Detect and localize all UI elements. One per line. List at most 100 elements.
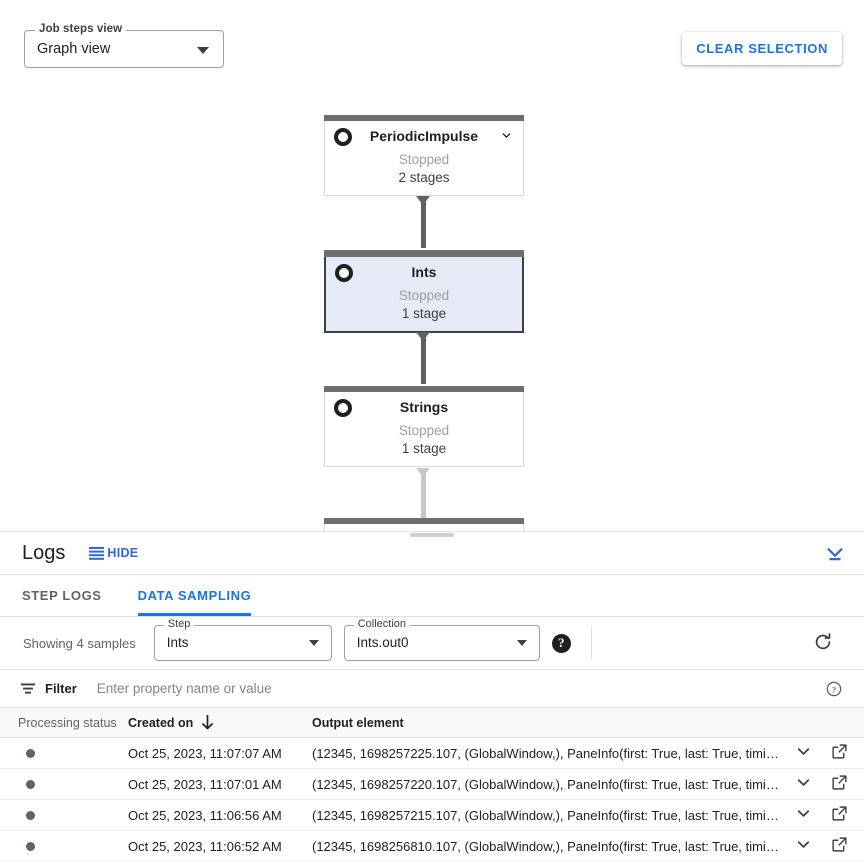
- node-status-bar: [324, 386, 524, 392]
- logs-title: Logs: [22, 541, 66, 564]
- column-output-element[interactable]: Output element: [312, 715, 404, 730]
- job-steps-view-legend: Job steps view: [35, 23, 127, 35]
- showing-samples-text: Showing 4 samples: [23, 635, 136, 651]
- chevron-down-icon: [797, 748, 810, 755]
- row-actions: [794, 742, 864, 764]
- graph-node-periodicimpulse[interactable]: PeriodicImpulse Stopped 2 stages: [324, 115, 524, 196]
- logs-tabs: STEP LOGS DATA SAMPLING: [0, 575, 864, 617]
- panel-resize-handle[interactable]: [410, 533, 454, 537]
- graph-edge-3: [416, 468, 430, 524]
- node-stages: 1 stage: [401, 306, 447, 321]
- chevron-down-icon: [516, 640, 527, 646]
- graph-node-strings[interactable]: Strings Stopped 1 stage: [324, 386, 524, 467]
- node-status: Stopped: [398, 152, 450, 167]
- open-in-new-icon: [832, 775, 847, 790]
- cell-processing-status: [0, 748, 128, 758]
- divider: [590, 627, 592, 659]
- step-select-legend: Step: [163, 618, 195, 630]
- cell-output-element: (12345, 1698257215.107, (GlobalWindow,),…: [312, 807, 794, 823]
- filter-label: Filter: [45, 681, 77, 696]
- expand-row-button[interactable]: [794, 773, 813, 795]
- help-outline-icon[interactable]: ?: [826, 681, 842, 697]
- logs-header: Logs HIDE: [0, 532, 864, 575]
- node-title: PeriodicImpulse: [369, 128, 479, 144]
- logs-panel: Logs HIDE STEP LOGS DATA SAMPLING Showin…: [0, 532, 864, 862]
- node-title: Ints: [411, 264, 437, 280]
- arrowhead-icon: [416, 196, 430, 205]
- stopped-icon: [335, 264, 353, 282]
- open-in-new-button[interactable]: [831, 805, 848, 825]
- filter-icon: [21, 683, 35, 694]
- tab-step-logs[interactable]: STEP LOGS: [22, 588, 102, 603]
- node-stages: 1 stage: [401, 441, 447, 456]
- chevron-down-icon: [797, 841, 810, 848]
- row-actions: [794, 835, 864, 857]
- cell-created-on: Oct 25, 2023, 11:06:52 AM: [128, 838, 282, 854]
- arrowhead-icon: [416, 468, 430, 477]
- status-dot: [26, 841, 35, 851]
- arrowhead-icon: [416, 332, 430, 341]
- column-created-on-label: Created on: [128, 715, 194, 730]
- samples-table-body: Oct 25, 2023, 11:07:07 AM (12345, 169825…: [0, 738, 864, 862]
- sampling-controls: Showing 4 samples Step Ints Collection I…: [0, 617, 864, 670]
- stopped-icon: [334, 399, 352, 417]
- svg-text:?: ?: [832, 684, 836, 694]
- expand-row-button[interactable]: [794, 835, 813, 857]
- node-status-bar: [324, 250, 524, 257]
- cell-processing-status: [0, 810, 128, 820]
- tab-data-sampling[interactable]: DATA SAMPLING: [137, 575, 252, 616]
- job-graph-canvas[interactable]: Job steps view Graph view CLEAR SELECTIO…: [0, 0, 864, 532]
- table-header: Processing status Created on Output elem…: [0, 708, 864, 738]
- hide-label: HIDE: [107, 546, 139, 560]
- table-row[interactable]: Oct 25, 2023, 11:06:56 AM (12345, 169825…: [0, 800, 864, 831]
- hide-logs-button[interactable]: HIDE: [89, 546, 138, 560]
- help-icon[interactable]: ?: [551, 633, 571, 653]
- refresh-icon[interactable]: [812, 631, 834, 653]
- table-row[interactable]: Oct 25, 2023, 11:06:52 AM (12345, 169825…: [0, 831, 864, 862]
- graph-edge-1: [416, 196, 430, 248]
- chevron-down-icon: [797, 810, 810, 817]
- chevron-down-icon[interactable]: [500, 129, 513, 142]
- graph-node-ints[interactable]: Ints Stopped 1 stage: [324, 250, 524, 333]
- node-status: Stopped: [398, 288, 450, 303]
- chevron-down-icon: [797, 779, 810, 786]
- table-row[interactable]: Oct 25, 2023, 11:07:07 AM (12345, 169825…: [0, 738, 864, 769]
- status-dot: [26, 779, 35, 789]
- open-in-new-button[interactable]: [831, 836, 848, 856]
- row-actions: [794, 773, 864, 795]
- collection-select-value: Ints.out0: [356, 635, 409, 650]
- job-steps-view-select[interactable]: Job steps view Graph view: [24, 23, 224, 68]
- filter-input[interactable]: [94, 680, 844, 697]
- step-select-value: Ints: [166, 635, 189, 650]
- cell-output-element: (12345, 1698257220.107, (GlobalWindow,),…: [312, 776, 794, 792]
- cell-processing-status: [0, 841, 128, 851]
- open-in-new-icon: [832, 837, 847, 852]
- column-created-on[interactable]: Created on: [128, 715, 312, 730]
- node-stages: 2 stages: [398, 170, 450, 185]
- node-title: Strings: [399, 399, 449, 415]
- open-in-new-icon: [832, 744, 847, 759]
- chevron-down-icon: [197, 47, 209, 54]
- open-in-new-icon: [832, 806, 847, 821]
- status-dot: [26, 748, 35, 758]
- step-select[interactable]: Step Ints: [153, 618, 332, 661]
- collapse-panel-button[interactable]: [824, 542, 846, 564]
- collection-select[interactable]: Collection Ints.out0: [343, 618, 540, 661]
- clear-selection-button[interactable]: CLEAR SELECTION: [682, 32, 842, 65]
- column-processing-status[interactable]: Processing status: [18, 715, 117, 730]
- table-row[interactable]: Oct 25, 2023, 11:07:01 AM (12345, 169825…: [0, 769, 864, 800]
- expand-row-button[interactable]: [794, 804, 813, 826]
- expand-row-button[interactable]: [794, 742, 813, 764]
- graph-node-partial[interactable]: [324, 518, 524, 531]
- sort-descending-icon: [202, 715, 214, 730]
- cell-created-on: Oct 25, 2023, 11:07:07 AM: [128, 745, 282, 761]
- cell-output-element: (12345, 1698256810.107, (GlobalWindow,),…: [312, 838, 794, 854]
- status-dot: [26, 810, 35, 820]
- node-status-bar: [324, 115, 524, 121]
- filter-bar[interactable]: Filter ?: [0, 670, 864, 708]
- cell-processing-status: [0, 779, 128, 789]
- hamburger-icon: [89, 546, 105, 560]
- open-in-new-button[interactable]: [831, 743, 848, 763]
- cell-output-element: (12345, 1698257225.107, (GlobalWindow,),…: [312, 745, 794, 761]
- open-in-new-button[interactable]: [831, 774, 848, 794]
